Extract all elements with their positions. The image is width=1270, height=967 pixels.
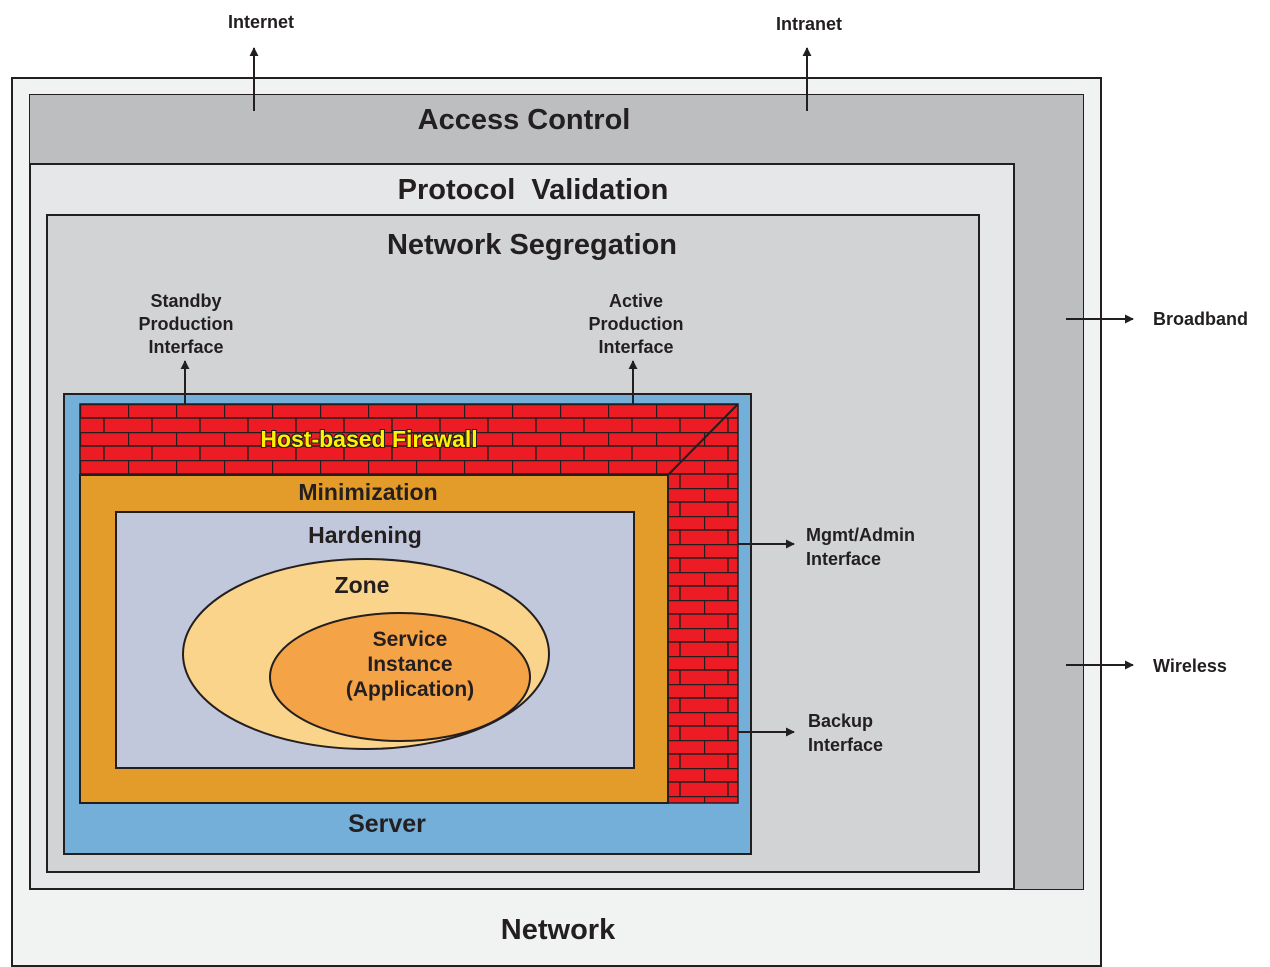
mgmt-line-2: Interface [806,549,882,569]
backup-interface-label: Backup Interface [808,709,883,757]
network-label: Network [500,914,616,946]
active-line-3: Interface [598,337,674,357]
active-interface-label: Active Production Interface [556,290,716,359]
minimization-label: Minimization [298,479,438,505]
standby-line-1: Standby [150,291,222,311]
service-instance-line-2: Instance [367,653,453,676]
backup-line-2: Interface [808,735,884,755]
server-label: Server [348,810,426,838]
firewall-label: Host-based Firewall [260,426,478,452]
active-line-2: Production [588,314,684,334]
standby-line-2: Production [138,314,234,334]
mgmt-interface-label: Mgmt/Admin Interface [806,523,915,571]
mgmt-line-1: Mgmt/Admin [806,525,915,545]
service-instance-line-3: (Application) [345,678,475,701]
access-control-label: Access Control [417,104,631,136]
standby-line-3: Interface [148,337,224,357]
intranet-label: Intranet [775,14,842,34]
protocol-validation-label: Protocol Validation [397,174,669,206]
broadband-label: Broadband [1153,309,1249,329]
service-instance-label: Service Instance (Application) [310,627,510,702]
network-segregation-label: Network Segregation [386,229,678,261]
zone-label: Zone [334,572,390,598]
wireless-label: Wireless [1153,656,1227,676]
internet-label: Internet [227,12,294,32]
backup-line-1: Backup [808,711,874,731]
hardening-label: Hardening [308,522,422,548]
standby-interface-label: Standby Production Interface [106,290,266,359]
service-instance-ellipse [269,612,531,742]
active-line-1: Active [608,291,664,311]
service-instance-line-1: Service [372,628,448,651]
